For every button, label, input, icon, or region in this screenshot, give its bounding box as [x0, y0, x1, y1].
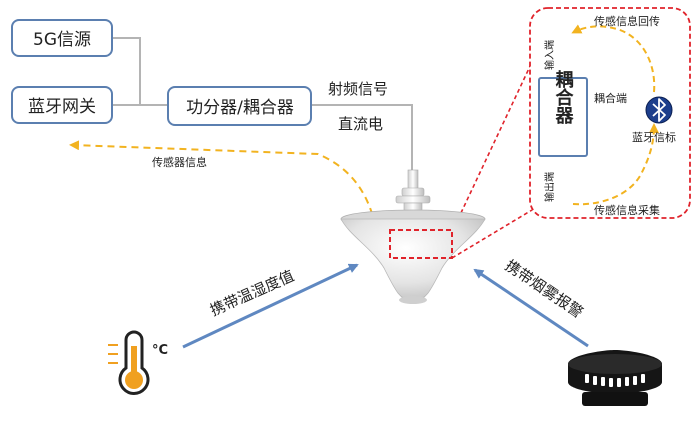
temp-humidity-arrow [182, 263, 359, 349]
highlight-connector-top [451, 61, 533, 233]
sensor-info-collect-label: 传感信息采集 [594, 203, 660, 217]
coupler-label: 耦合器 [553, 69, 575, 125]
splitter-box [167, 86, 312, 126]
bt-gateway-label: 蓝牙网关 [28, 97, 96, 117]
bt-beacon-label: 蓝牙信标 [632, 130, 676, 144]
sensor-info-flow [69, 140, 379, 239]
rf-signal-label: 射频信号 [328, 80, 388, 98]
temp-unit-label: °C [152, 343, 168, 358]
smoke-alarm-arrow [473, 268, 589, 348]
sensor-info-return-label: 传感信息回传 [594, 14, 660, 28]
dc-power-label: 直流电 [338, 115, 383, 133]
ceiling-antenna [340, 169, 486, 304]
splitter-label: 功分器/耦合器 [186, 98, 294, 118]
source-5g-label: 5G信源 [33, 30, 91, 50]
output-port-label: 输出端 [543, 172, 556, 202]
smoke-detector-icon [568, 350, 662, 406]
bluetooth-icon [645, 96, 673, 124]
wire-splitter-to-antenna [311, 104, 413, 180]
coupler-highlight [389, 229, 453, 259]
smoke-alarm-label: 携带烟雾报警 [502, 256, 587, 321]
input-port-label: 输入端 [543, 40, 556, 70]
source-5g-box [11, 19, 113, 57]
sensor-info-label: 传感器信息 [152, 155, 207, 169]
coupler-box [538, 77, 588, 157]
highlight-connector-bottom [451, 209, 533, 259]
temp-humidity-label: 携带温湿度值 [207, 267, 297, 320]
sensor-collect-flow [572, 123, 659, 206]
wire-5g-to-splitter [112, 37, 141, 105]
sensor-return-flow [571, 24, 656, 93]
coupling-port-label: 耦合端 [594, 91, 627, 105]
bt-gateway-box [11, 86, 113, 124]
thermometer-icon [108, 330, 150, 395]
